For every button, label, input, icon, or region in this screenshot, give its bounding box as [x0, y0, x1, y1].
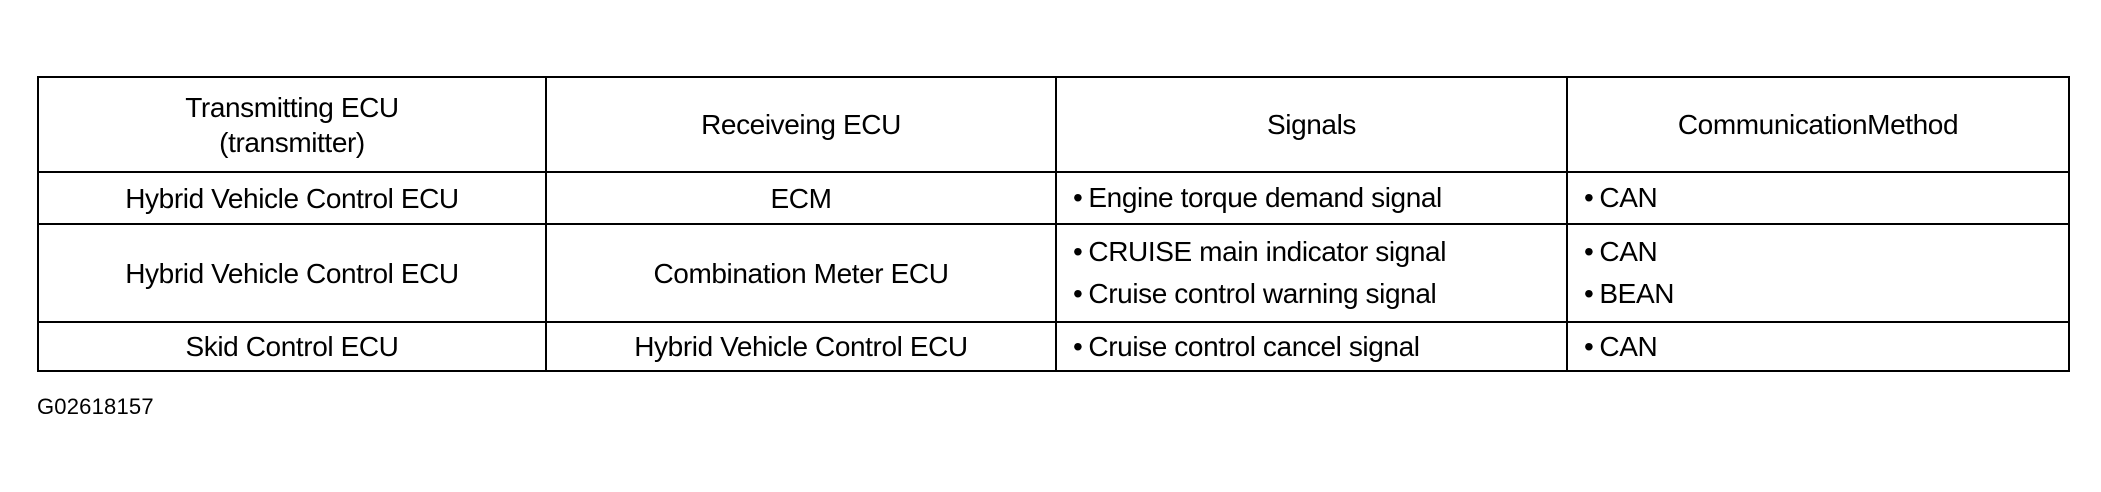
- method-text: BEAN: [1599, 278, 1675, 309]
- cell-receiving: ECM: [545, 171, 1057, 225]
- signal-text: CRUISE main indicator signal: [1088, 236, 1447, 267]
- bullet: •: [1073, 330, 1083, 362]
- method-item: •CAN: [1584, 231, 2068, 273]
- header-receiving-ecu: Receiveing ECU: [545, 76, 1057, 173]
- cell-method: •CAN: [1566, 171, 2070, 225]
- table-row: Skid Control ECU Hybrid Vehicle Control …: [37, 321, 2070, 372]
- table-header-row: Transmitting ECU (transmitter) Receivein…: [37, 76, 2070, 173]
- signal-text: Cruise control cancel signal: [1088, 330, 1420, 362]
- signal-item: •Engine torque demand signal: [1073, 177, 1566, 219]
- signal-text: Cruise control warning signal: [1088, 278, 1437, 309]
- method-item: •CAN: [1584, 177, 2068, 219]
- bullet: •: [1584, 278, 1594, 309]
- method-text: CAN: [1599, 182, 1658, 213]
- bullet: •: [1073, 236, 1083, 267]
- header-signals: Signals: [1055, 76, 1568, 173]
- header-transmitting-line1: Transmitting ECU: [185, 91, 399, 123]
- method-item: •BEAN: [1584, 273, 2068, 315]
- header-transmitting-line2: (transmitter): [219, 126, 365, 158]
- method-text: CAN: [1599, 330, 1658, 362]
- bullet: •: [1584, 330, 1594, 362]
- cell-receiving: Hybrid Vehicle Control ECU: [545, 321, 1057, 372]
- signal-item: •Cruise control cancel signal: [1073, 326, 1566, 368]
- header-communication-method: CommunicationMethod: [1566, 76, 2070, 173]
- bullet: •: [1584, 182, 1594, 213]
- bullet: •: [1073, 278, 1083, 309]
- method-item: •CAN: [1584, 326, 2068, 368]
- cell-method: •CAN: [1566, 321, 2070, 372]
- bullet: •: [1584, 236, 1594, 267]
- signal-text: Engine torque demand signal: [1088, 182, 1442, 213]
- cell-transmitting: Hybrid Vehicle Control ECU: [37, 171, 547, 225]
- table-row: Hybrid Vehicle Control ECU Combination M…: [37, 223, 2070, 323]
- cell-transmitting: Skid Control ECU: [37, 321, 547, 372]
- figure-id: G02618157: [37, 394, 154, 419]
- bullet: •: [1073, 182, 1083, 213]
- method-text: CAN: [1599, 236, 1658, 267]
- cell-receiving: Combination Meter ECU: [545, 223, 1057, 323]
- cell-signals: •Engine torque demand signal: [1055, 171, 1568, 225]
- table-row: Hybrid Vehicle Control ECU ECM •Engine t…: [37, 171, 2070, 225]
- signal-item: •Cruise control warning signal: [1073, 273, 1566, 315]
- cell-transmitting: Hybrid Vehicle Control ECU: [37, 223, 547, 323]
- cell-signals: •Cruise control cancel signal: [1055, 321, 1568, 372]
- cell-method: •CAN •BEAN: [1566, 223, 2070, 323]
- ecu-communication-table: Transmitting ECU (transmitter) Receivein…: [37, 76, 2070, 372]
- signal-item: •CRUISE main indicator signal: [1073, 231, 1566, 273]
- header-transmitting-ecu: Transmitting ECU (transmitter): [37, 76, 547, 173]
- cell-signals: •CRUISE main indicator signal •Cruise co…: [1055, 223, 1568, 323]
